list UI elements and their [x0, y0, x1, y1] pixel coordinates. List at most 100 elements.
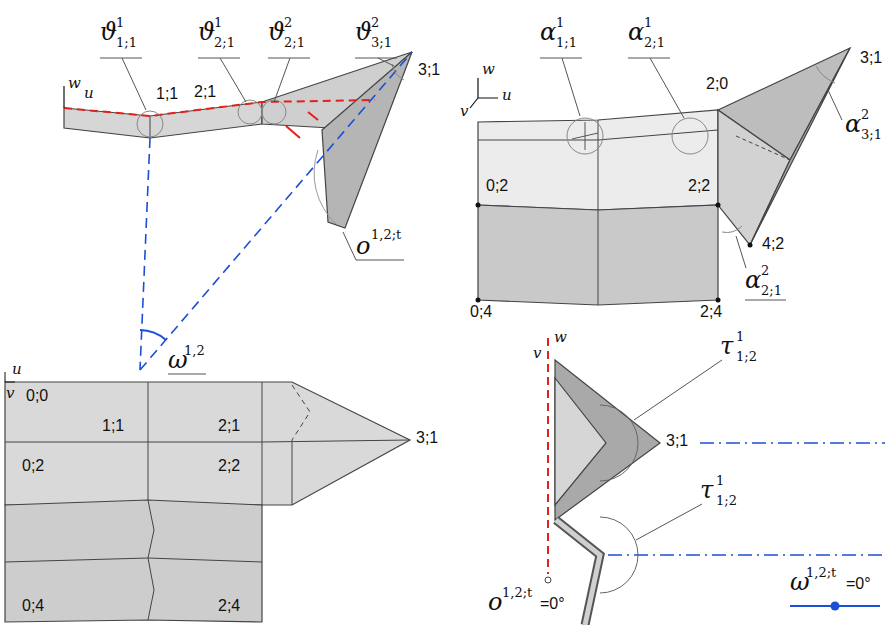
superscript-index: 2 [761, 264, 769, 277]
strip-face [64, 102, 262, 138]
hanging-flap [322, 52, 412, 228]
vertex-label: 2;0 [706, 76, 728, 92]
vertex-dot [716, 203, 721, 208]
fold-line [148, 382, 149, 505]
angle-arc [722, 226, 742, 232]
vertex-label: 0;2 [486, 178, 508, 194]
red-dashed-axis [64, 100, 375, 116]
subscript-index: 3;1 [861, 128, 882, 141]
vertex-dot [476, 203, 481, 208]
leader-line [355, 58, 397, 66]
axis-label: w [68, 76, 81, 91]
red-marker [286, 112, 318, 138]
fold-line [5, 558, 262, 562]
vertex-label: 2;2 [218, 458, 240, 474]
leader-line [736, 236, 786, 300]
blue-dot [831, 602, 840, 611]
blue-dashed-line [700, 442, 885, 444]
vertex-label: 2;1 [194, 84, 216, 100]
pattern-band [5, 382, 410, 505]
pyramid-face [718, 110, 790, 245]
angle-arc [140, 330, 166, 340]
vertex-label: 1;1 [102, 418, 124, 434]
vertex-label: 2;4 [218, 598, 240, 614]
vertex-label: 3;1 [860, 50, 882, 66]
subscript-index: 2;1 [284, 36, 305, 49]
fold-line [292, 440, 293, 505]
hidden-edge [736, 136, 790, 160]
vertex-label: 2;4 [700, 304, 722, 320]
fold-line [598, 210, 599, 305]
folded-section [555, 378, 606, 505]
symbol-label: τ [700, 478, 713, 502]
angle-value: =0° [846, 576, 871, 592]
subscript-index: 3;1 [371, 36, 392, 49]
lower-band [478, 205, 718, 305]
superscript-index: 2 [861, 108, 869, 121]
axis-line [63, 86, 64, 108]
leader-line [636, 504, 702, 540]
axis-label: w [554, 330, 567, 345]
subscript-index: 2;1 [644, 36, 665, 49]
axis-label: u [84, 86, 94, 101]
vertex-label: 2;1 [218, 418, 240, 434]
blue-dashed-line [608, 554, 885, 556]
fold-line [5, 440, 410, 442]
superscript-index: 1,2;t [806, 566, 836, 579]
folded-section [555, 360, 660, 520]
axis-label: u [12, 362, 22, 377]
angle-arc [314, 150, 336, 224]
superscript-index: 1 [716, 474, 724, 487]
hidden-fold [292, 385, 310, 440]
axis-label: v [460, 104, 468, 119]
blue-dashed-line [140, 138, 150, 370]
symbol-label: ϑ [100, 20, 117, 44]
angle-circle [238, 100, 262, 124]
angle-circle [567, 118, 603, 154]
angle-arc [600, 517, 638, 593]
superscript-index: 1 [556, 16, 564, 29]
superscript-index: 1,2;t [502, 586, 532, 599]
leader-line [828, 90, 842, 120]
symbol-label: α [745, 268, 761, 292]
symbol-label: ϑ [268, 20, 285, 44]
symbol-label: τ [720, 334, 733, 358]
superscript-index: 1,2 [184, 344, 205, 357]
leader-line [540, 58, 582, 116]
vertex-label: 0;4 [470, 304, 492, 320]
side-view [545, 338, 885, 625]
fold-line [150, 116, 151, 138]
symbol-label: ϑ [355, 20, 372, 44]
leader-line [628, 58, 684, 118]
axis-label: v [533, 346, 541, 361]
subscript-index: 1;1 [116, 36, 137, 49]
axis-line [470, 78, 498, 108]
superscript-index: 1 [214, 16, 222, 29]
symbol-label: α [845, 112, 861, 136]
folded-box-view [470, 48, 850, 305]
fold-line [148, 500, 154, 620]
angle-circle [137, 111, 163, 137]
blue-dashed-line [140, 52, 412, 370]
folded-strip-view [64, 52, 412, 374]
axis-label: u [502, 88, 512, 103]
vertex-label: 0;0 [26, 388, 48, 404]
subscript-index: 1;2 [736, 350, 757, 363]
vertex-label: 0;2 [22, 458, 44, 474]
red-dashed-axis [547, 338, 549, 574]
superscript-index: 2 [284, 16, 292, 29]
leader-line [268, 58, 310, 102]
superscript-index: 2 [371, 16, 379, 29]
symbol-label: o [356, 234, 370, 258]
subscript-index: 1;1 [556, 36, 577, 49]
subscript-index: 2;1 [761, 284, 782, 297]
angle-circle [672, 118, 708, 154]
axis-label: w [482, 62, 495, 77]
leader-line [100, 58, 146, 110]
pyramid-face [750, 48, 850, 245]
vertex-dot [716, 298, 721, 303]
subscript-index: 2;1 [214, 36, 235, 49]
vertex-dot [545, 577, 551, 583]
